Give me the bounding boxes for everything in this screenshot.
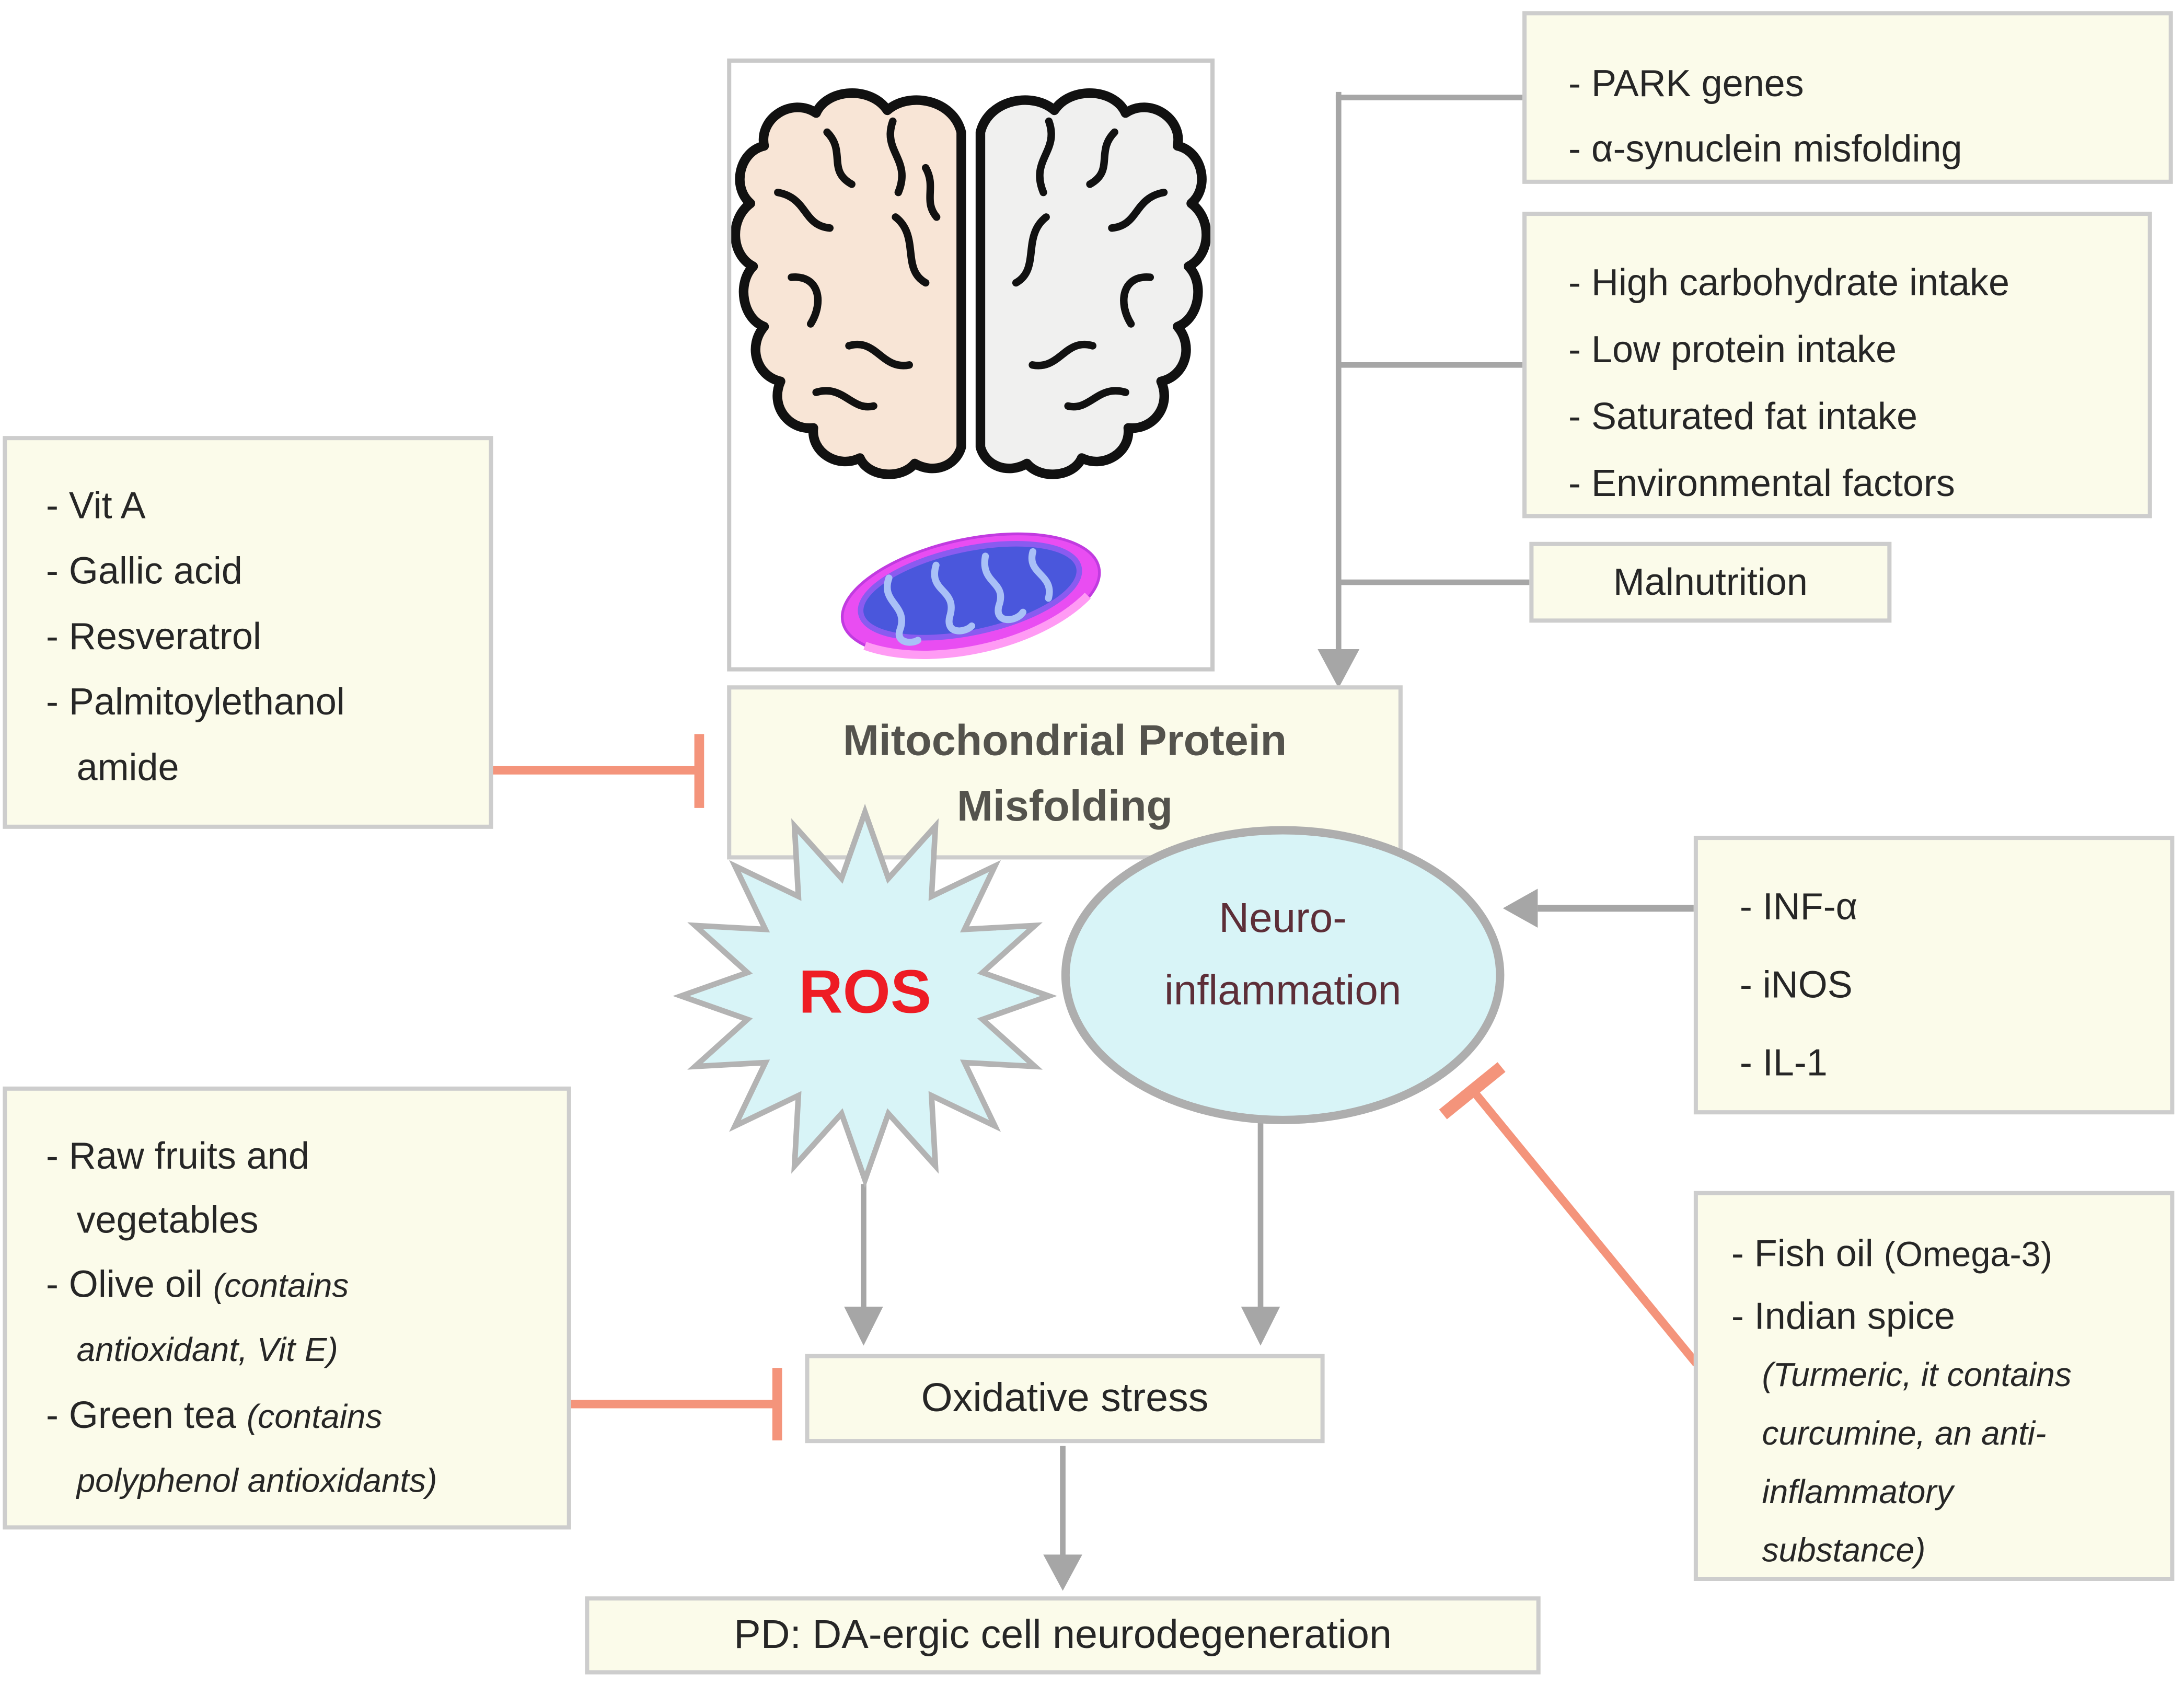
food-item: - Raw fruits and — [45, 1135, 309, 1178]
neuroinflammation-label: Neuro- inflammation — [1060, 883, 1506, 1028]
pd-outcome-label: PD: DA-ergic cell neurodegeneration — [734, 1612, 1392, 1657]
causes-arrowhead — [1318, 649, 1360, 688]
cytokine-item: - iNOS — [1739, 964, 1853, 1006]
antioxidants-inhibit-oxidative-line — [571, 1368, 782, 1440]
inhibitor-item: - Palmitoylethanol — [45, 681, 345, 723]
oxidative-stress-label: Oxidative stress — [921, 1375, 1209, 1421]
oxidative-to-pd-arrow — [1043, 1446, 1082, 1591]
diet-factors-box: - High carbohydrate intake - Low protein… — [1522, 212, 2152, 518]
neuroinflammation-line2: inflammation — [1164, 968, 1402, 1014]
food-item: - Indian spice — [1731, 1295, 1955, 1337]
neuroinflammation-line1: Neuro- — [1219, 895, 1347, 942]
illustration-panel — [727, 58, 1215, 672]
antioxidant-foods-box: - Raw fruits and vegetables - Olive oil … — [3, 1086, 571, 1530]
genetic-factors-box: - PARK genes - α-synuclein misfolding — [1522, 11, 2173, 184]
food-item: vegetables — [76, 1199, 259, 1241]
diet-factor-item: - Saturated fat intake — [1568, 395, 1918, 437]
inhibitor-item: amide — [76, 746, 179, 789]
inhibitor-item: - Vit A — [45, 485, 146, 527]
food-note: (Omega-3) — [1883, 1236, 2052, 1275]
misfolding-title-line2: Misfolding — [956, 780, 1173, 830]
inhibitor-item: - Resveratrol — [45, 616, 261, 658]
misfolding-title-line1: Mitochondrial Protein — [842, 715, 1287, 764]
cytokines-box: - INF-α - iNOS - IL-1 — [1693, 836, 2175, 1115]
mitochondrion-icon — [840, 532, 1101, 659]
causes-connector-tree — [1335, 91, 1530, 655]
antiinflammatory-inhibit-neuro-line — [1439, 1062, 1700, 1367]
food-item: - Olive oil (contains — [45, 1263, 349, 1306]
vitamins-inhibit-misfolding-line — [493, 734, 704, 808]
food-note: curcumine, an anti- — [1762, 1415, 2047, 1453]
diet-factor-item: - Low protein intake — [1568, 328, 1897, 371]
ros-label: ROS — [798, 958, 932, 1027]
misfolding-inhibitors-box: - Vit A - Gallic acid - Resveratrol - Pa… — [3, 436, 493, 829]
neuro-to-oxidative-arrow — [1241, 1123, 1280, 1346]
cytokine-item: - IL-1 — [1739, 1042, 1828, 1084]
food-item: - Fish oil (Omega-3) — [1731, 1232, 2052, 1275]
malnutrition-box: Malnutrition — [1529, 541, 1892, 623]
misfolding-node: Mitochondrial Protein Misfolding — [727, 685, 1403, 860]
oxidative-stress-node: Oxidative stress — [805, 1354, 1325, 1444]
pd-outcome-node: PD: DA-ergic cell neurodegeneration — [585, 1596, 1541, 1675]
ros-to-oxidative-arrow — [844, 1184, 883, 1346]
diet-factor-item: - High carbohydrate intake — [1568, 262, 2010, 304]
food-note: (Turmeric, it contains — [1762, 1356, 2072, 1394]
food-note: substance) — [1762, 1532, 1926, 1570]
food-note: (contains — [213, 1267, 349, 1306]
cytokine-item: - INF-α — [1739, 886, 1858, 928]
antiinflammatory-foods-box: - Fish oil (Omega-3) - Indian spice (Tur… — [1693, 1191, 2175, 1582]
inhibitor-item: - Gallic acid — [45, 550, 242, 592]
malnutrition-label: Malnutrition — [1613, 560, 1808, 603]
diet-factor-item: - Environmental factors — [1568, 462, 1955, 504]
food-note: (contains — [246, 1398, 383, 1436]
genetic-factor-item: - PARK genes — [1568, 62, 1804, 105]
brain-icon — [731, 88, 1211, 479]
genetic-factor-item: - α-synuclein misfolding — [1568, 128, 1962, 170]
food-item: - Green tea (contains — [45, 1394, 383, 1436]
food-note: antioxidant, Vit E) — [76, 1331, 338, 1369]
cytokines-to-neuro-arrow — [1503, 889, 1694, 928]
food-note: inflammatory — [1762, 1473, 1954, 1512]
food-note: polyphenol antioxidants) — [76, 1462, 437, 1501]
